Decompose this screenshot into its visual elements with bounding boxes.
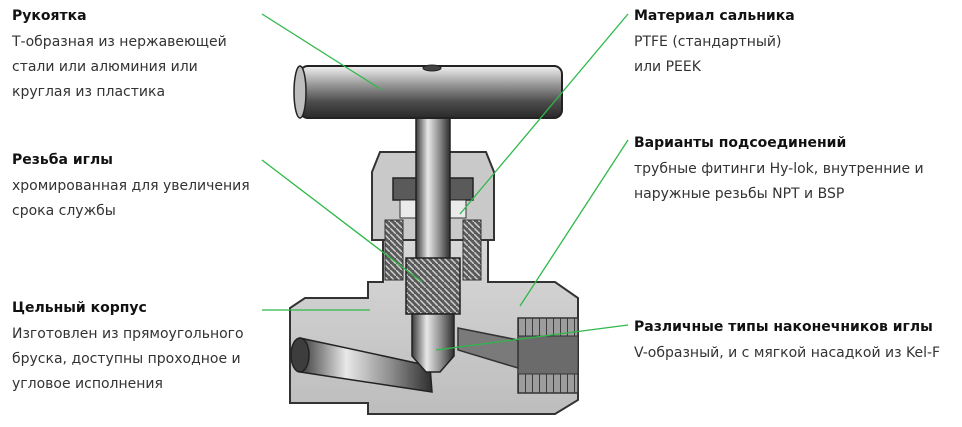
t-handle: [293, 64, 563, 119]
label-needle-tips-desc: V-образный, и с мягкой насадкой из Kel-F: [634, 345, 941, 361]
label-body-title: Цельный корпус: [12, 300, 147, 316]
label-packing-title: Материал сальника: [634, 8, 795, 24]
label-body: Цельный корпус Изготовлен из прямоугольн…: [12, 296, 244, 397]
needle-tip: [411, 313, 455, 373]
label-needle-tips: Различные типы наконечников иглы V-образ…: [634, 315, 940, 366]
leader-connections: [519, 139, 629, 307]
label-handle-desc: Т-образная из нержавеющей стали или алюм…: [12, 34, 227, 100]
leader-lines: [261, 13, 629, 351]
label-connections: Варианты подсоединений трубные фитинги H…: [634, 131, 924, 207]
label-needle-tips-title: Различные типы наконечников иглы: [634, 319, 933, 335]
leader-needle-tips: [435, 324, 629, 351]
label-packing: Материал сальника PTFE (стандартный) или…: [634, 4, 795, 80]
label-handle: Рукоятка Т-образная из нержавеющей стали…: [12, 4, 227, 105]
label-needle-thread-title: Резьба иглы: [12, 152, 113, 168]
leader-packing: [459, 13, 629, 215]
label-needle-thread-desc: хромированная для увеличения срока служб…: [12, 178, 250, 219]
stem: [415, 111, 451, 263]
label-connections-title: Варианты подсоединений: [634, 135, 847, 151]
leader-handle: [261, 13, 383, 91]
leader-needle-thread: [261, 159, 423, 283]
label-needle-thread: Резьба иглы хромированная для увеличения…: [12, 148, 250, 224]
label-handle-title: Рукоятка: [12, 8, 87, 24]
label-connections-desc: трубные фитинги Hy-lok, внутренние и нар…: [634, 161, 924, 202]
needle-thread: [405, 257, 461, 315]
label-packing-desc: PTFE (стандартный) или PEEK: [634, 34, 782, 75]
label-body-desc: Изготовлен из прямоугольного бруска, дос…: [12, 326, 244, 392]
